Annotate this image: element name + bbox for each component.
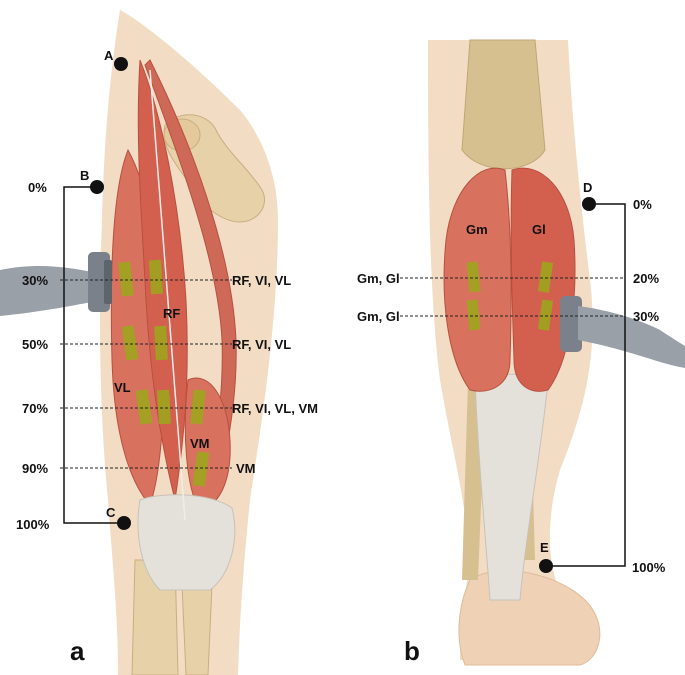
site-rect	[121, 325, 139, 361]
level-muscles: Gm, Gl	[357, 271, 400, 286]
site-rect	[192, 451, 210, 487]
site-rect	[135, 389, 153, 425]
panel-b: D E Gm Gl 0% 20% 30% 100% Gm, Gl Gm, Gl …	[357, 39, 685, 666]
point-e-label: E	[540, 540, 549, 555]
pct-label: 50%	[22, 337, 48, 352]
muscle-label-vm: VM	[190, 436, 210, 451]
point-d-label: D	[583, 180, 592, 195]
level-muscles: RF, VI, VL	[232, 337, 291, 352]
pct-label: 30%	[633, 309, 659, 324]
point-b-label: B	[80, 168, 89, 183]
panel-b-label: b	[404, 636, 420, 666]
pct-label: 70%	[22, 401, 48, 416]
muscle-label-gm: Gm	[466, 222, 488, 237]
site-rect	[154, 325, 168, 361]
ultrasound-probe-a	[0, 252, 112, 316]
sites-b	[466, 261, 554, 331]
site-rect	[466, 261, 481, 293]
point-e	[539, 559, 553, 573]
pct-label: 30%	[22, 273, 48, 288]
pct-label: 0%	[28, 180, 47, 195]
level-muscles: RF, VI, VL, VM	[232, 401, 318, 416]
pct-label: 100%	[632, 560, 666, 575]
bracket-a	[63, 186, 124, 524]
pct-label: 100%	[16, 517, 50, 532]
site-rect	[157, 389, 171, 425]
ultrasound-probe-b	[560, 296, 685, 368]
site-rect	[537, 299, 554, 331]
site-rect	[118, 261, 134, 297]
level-muscles: Gm, Gl	[357, 309, 400, 324]
point-b	[90, 180, 104, 194]
bracket-b	[546, 203, 626, 567]
point-a-label: A	[104, 48, 114, 63]
point-c	[117, 516, 131, 530]
point-c-label: C	[106, 505, 116, 520]
site-rect	[148, 259, 164, 295]
sites-a	[118, 259, 210, 487]
femur-distal	[461, 39, 546, 170]
panel-a-label: a	[70, 636, 85, 666]
muscle-label-rf: RF	[163, 306, 180, 321]
linea-alba	[149, 69, 186, 521]
pct-label: 20%	[633, 271, 659, 286]
point-d	[582, 197, 596, 211]
pct-label: 0%	[633, 197, 652, 212]
muscle-label-vl: VL	[114, 380, 131, 395]
panel-a: A B C RF VL VM 0% 30% 50% 70% 90% 100% R…	[0, 10, 318, 675]
site-rect	[466, 299, 481, 331]
heel	[458, 570, 601, 666]
level-muscles: RF, VI, VL	[232, 273, 291, 288]
pct-label: 90%	[22, 461, 48, 476]
site-rect	[537, 261, 554, 293]
site-rect	[190, 389, 206, 425]
muscle-label-gl: Gl	[532, 222, 546, 237]
patellar-tendon	[137, 494, 236, 591]
level-muscles: VM	[236, 461, 256, 476]
point-a	[114, 57, 128, 71]
tibia-lower	[181, 584, 213, 675]
